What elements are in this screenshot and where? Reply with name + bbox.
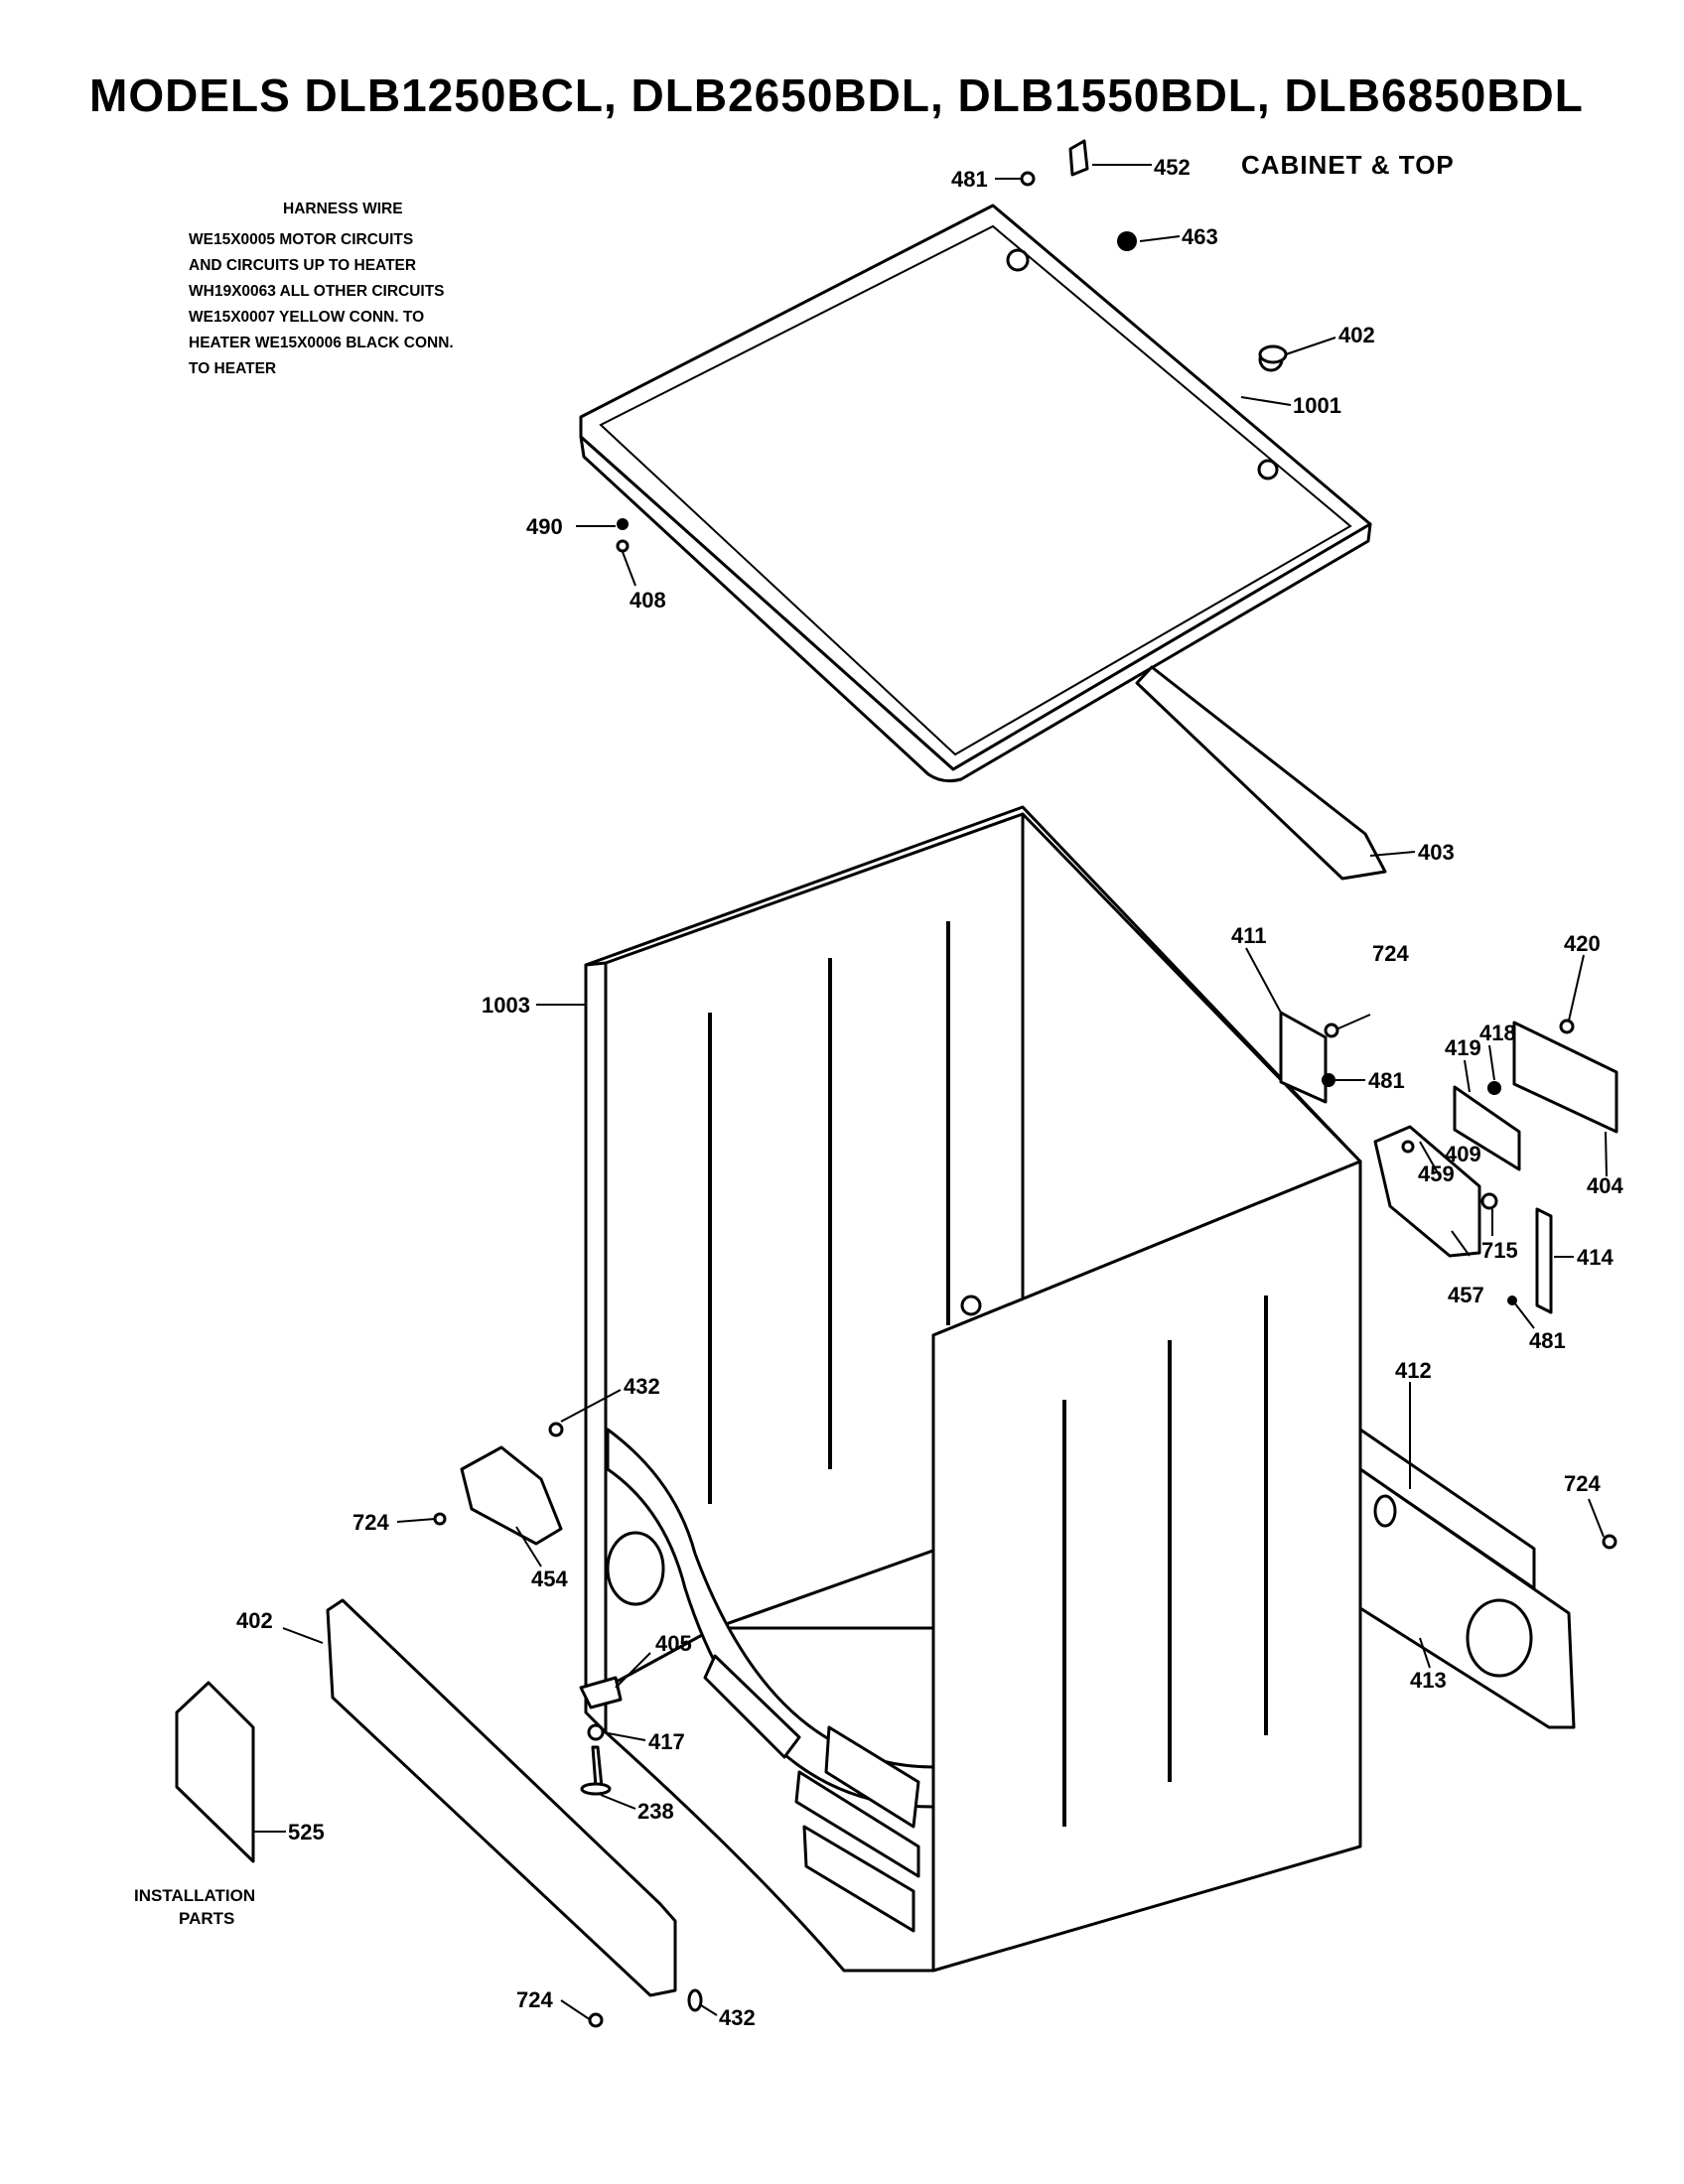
note-line: HEATER WE15X0006 BLACK CONN. bbox=[189, 335, 454, 351]
part-label: 412 bbox=[1395, 1358, 1432, 1383]
foot-bracket-405 bbox=[579, 1676, 623, 1709]
part-label: 413 bbox=[1410, 1668, 1447, 1693]
part-label: 418 bbox=[1479, 1021, 1516, 1045]
part-label: 454 bbox=[531, 1567, 568, 1591]
part-label: 1003 bbox=[482, 993, 530, 1018]
part-label: 403 bbox=[1418, 840, 1455, 865]
part-label: 724 bbox=[1372, 941, 1409, 966]
part-label: 411 bbox=[1231, 923, 1267, 948]
note-line: AND CIRCUITS UP TO HEATER bbox=[189, 257, 416, 274]
strip-414 bbox=[1535, 1207, 1553, 1314]
part-label: 409 bbox=[1445, 1142, 1481, 1166]
part-label: 724 bbox=[1564, 1471, 1601, 1496]
note-heading: HARNESS WIRE bbox=[283, 201, 403, 217]
leader-lines bbox=[253, 164, 1608, 2021]
installation-parts-525 bbox=[175, 1681, 255, 1863]
harness-wire-note: HARNESS WIRE WE15X0005 MOTOR CIRCUITS AN… bbox=[189, 201, 454, 377]
part-label: 419 bbox=[1445, 1035, 1481, 1060]
part-label: 459 bbox=[1418, 1161, 1455, 1186]
note-line: WE15X0007 YELLOW CONN. TO bbox=[189, 309, 424, 326]
installation-caption-line2: PARTS bbox=[179, 1909, 234, 1928]
terminal-block-409 bbox=[1453, 1085, 1521, 1171]
part-label: 481 bbox=[951, 167, 988, 192]
part-label: 481 bbox=[1529, 1328, 1566, 1353]
note-line: WE15X0005 MOTOR CIRCUITS bbox=[189, 231, 413, 248]
page-title: MODELS DLB1250BCL, DLB2650BDL, DLB1550BD… bbox=[89, 69, 1584, 121]
part-label: 432 bbox=[624, 1374, 660, 1399]
part-label: 402 bbox=[236, 1608, 273, 1633]
installation-caption-line1: INSTALLATION bbox=[134, 1886, 255, 1905]
part-label: 404 bbox=[1587, 1173, 1623, 1198]
part-label: 481 bbox=[1368, 1068, 1405, 1093]
part-label: 420 bbox=[1564, 931, 1601, 956]
part-label: 452 bbox=[1154, 155, 1191, 180]
part-labels: 481 452 463 402 1001 490 408 403 1003 41… bbox=[236, 155, 1623, 2030]
cover-404 bbox=[1512, 1021, 1618, 1134]
note-line: TO HEATER bbox=[189, 360, 276, 377]
part-label: 525 bbox=[288, 1820, 325, 1844]
bracket-411 bbox=[1279, 1011, 1328, 1104]
part-label: 408 bbox=[630, 588, 666, 613]
note-line: WH19X0063 ALL OTHER CIRCUITS bbox=[189, 283, 445, 300]
toe-kick-402 bbox=[326, 1598, 677, 1997]
part-label: 724 bbox=[352, 1510, 389, 1535]
cabinet-body bbox=[584, 805, 1362, 1973]
top-front-strip bbox=[1135, 665, 1387, 881]
part-label: 724 bbox=[516, 1987, 553, 2012]
section-title: CABINET & TOP bbox=[1241, 150, 1455, 180]
part-label: 405 bbox=[655, 1631, 692, 1656]
part-label: 457 bbox=[1448, 1283, 1484, 1307]
part-label: 417 bbox=[648, 1729, 685, 1754]
bracket-454 bbox=[460, 1445, 563, 1546]
top-panel bbox=[579, 204, 1372, 783]
part-label: 402 bbox=[1338, 323, 1375, 347]
part-label: 463 bbox=[1182, 224, 1218, 249]
part-label: 432 bbox=[719, 2005, 756, 2030]
part-label: 490 bbox=[526, 514, 563, 539]
part-label: 414 bbox=[1577, 1245, 1614, 1270]
hardware bbox=[433, 139, 1617, 2028]
part-label: 238 bbox=[637, 1799, 674, 1824]
part-label: 715 bbox=[1481, 1238, 1518, 1263]
part-label: 1001 bbox=[1293, 393, 1341, 418]
bracket-457 bbox=[1373, 1125, 1481, 1258]
